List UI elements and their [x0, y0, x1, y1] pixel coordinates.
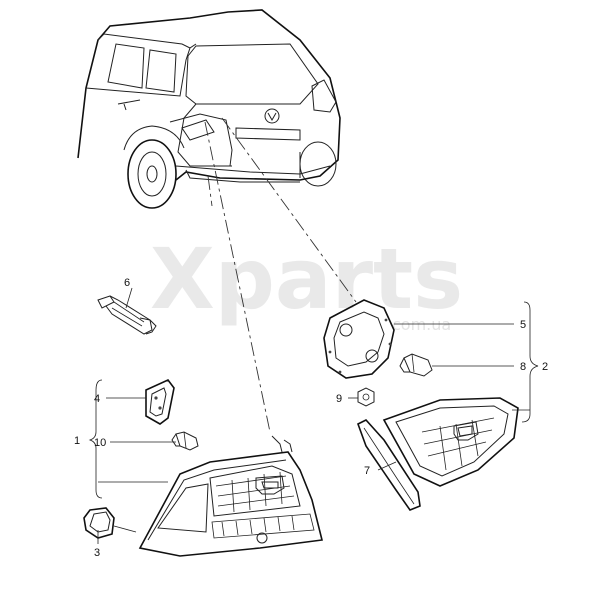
callout-5: 5 — [520, 319, 526, 331]
callout-6: 6 — [124, 277, 130, 289]
bracket-2 — [521, 301, 539, 423]
watermark: Xparts com.ua — [150, 230, 463, 334]
vehicle-illustration — [77, 9, 341, 209]
callout-lines — [88, 287, 539, 544]
leader-7 — [377, 461, 397, 471]
callout-7: 7 — [364, 465, 370, 477]
callout-2: 2 — [542, 361, 548, 373]
bracket-1 — [88, 379, 103, 499]
leader-line-exhaust — [207, 175, 213, 207]
inner-tail-light-part — [382, 397, 519, 487]
callout-9: 9 — [336, 393, 342, 405]
leader-line-outer-light — [204, 121, 271, 433]
trim-strip-part — [357, 419, 421, 511]
nut-part — [357, 387, 375, 407]
watermark-brand: Xparts — [150, 230, 463, 328]
callout-8: 8 — [520, 361, 526, 373]
callout-10: 10 — [94, 437, 106, 449]
inner-bulb-part — [399, 353, 433, 377]
outer-bulb-part — [171, 431, 199, 451]
leader-3b — [113, 525, 137, 533]
inner-gasket-part — [323, 299, 395, 379]
leader-line-inner-light — [221, 117, 357, 303]
callout-3: 3 — [94, 547, 100, 559]
callout-4: 4 — [94, 393, 100, 405]
callout-numbers: 6 4 1 10 3 5 8 2 9 7 — [74, 277, 548, 559]
bulb-socket-part — [97, 295, 157, 335]
leader-6 — [125, 287, 133, 309]
outer-gasket-part — [145, 379, 175, 425]
callout-1: 1 — [74, 435, 80, 447]
watermark-domain: com.ua — [392, 315, 451, 334]
cap-part — [83, 507, 115, 539]
outer-tail-light-part — [138, 435, 323, 557]
